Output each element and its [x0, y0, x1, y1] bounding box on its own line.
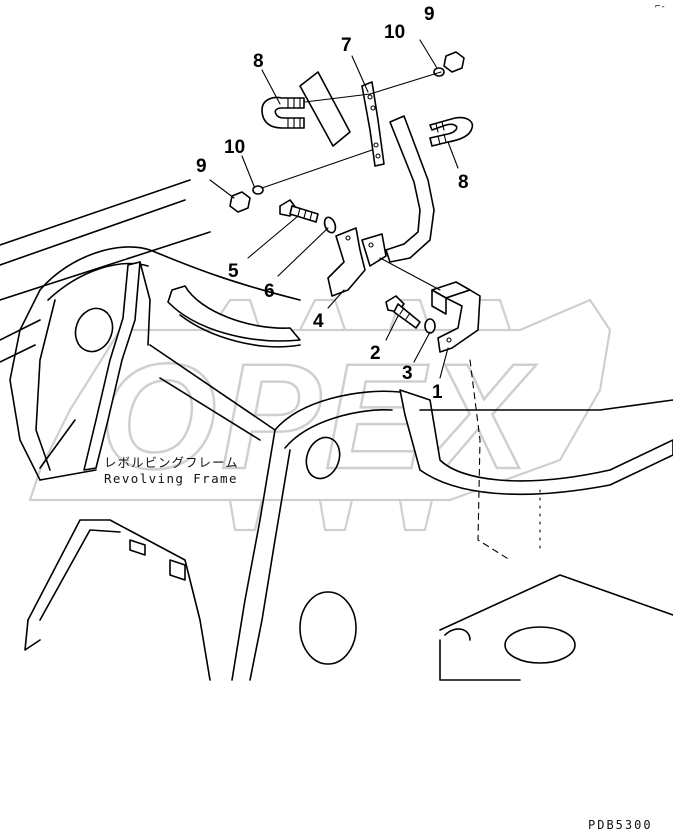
callout-10-top: 10 [384, 22, 405, 43]
pipe-bar [385, 115, 435, 263]
part-10-washer-top [433, 67, 445, 77]
revolving-frame [0, 179, 673, 681]
part-1-bracket [379, 257, 481, 353]
callout-5: 5 [228, 261, 239, 282]
callout-8-top: 8 [253, 51, 264, 72]
watermark-logo: OPEX [28, 298, 612, 532]
callout-4: 4 [313, 311, 324, 332]
callout-6: 6 [264, 281, 275, 302]
part-8-clip-left [261, 96, 305, 129]
part-7-plate [361, 81, 385, 167]
part-10-washer-left [252, 185, 264, 195]
leader-lines [209, 39, 459, 379]
part-9-nut-top [443, 51, 465, 73]
callout-9-left: 9 [196, 156, 207, 177]
part-8-clip-right [429, 116, 474, 147]
callout-9-top: 9 [424, 4, 435, 25]
part-4-bracket [327, 227, 387, 297]
part-2-bolt [385, 295, 421, 329]
callout-1: 1 [432, 382, 443, 403]
frame-label-english: Revolving Frame [104, 471, 238, 486]
callout-10-left: 10 [224, 137, 245, 158]
corner-mark: ⌐- [655, 2, 666, 12]
part-5-bolt [279, 199, 319, 223]
part-9-nut-left [229, 191, 251, 213]
callout-3: 3 [402, 363, 413, 384]
callout-8-right: 8 [458, 172, 469, 193]
drawing-code: PDB5300 [588, 818, 653, 832]
part-3-washer [424, 318, 436, 334]
callout-7: 7 [341, 35, 352, 56]
cable-band [299, 71, 351, 147]
frame-label-japanese: レボルビングフレーム [104, 455, 239, 470]
callout-2: 2 [370, 343, 381, 364]
